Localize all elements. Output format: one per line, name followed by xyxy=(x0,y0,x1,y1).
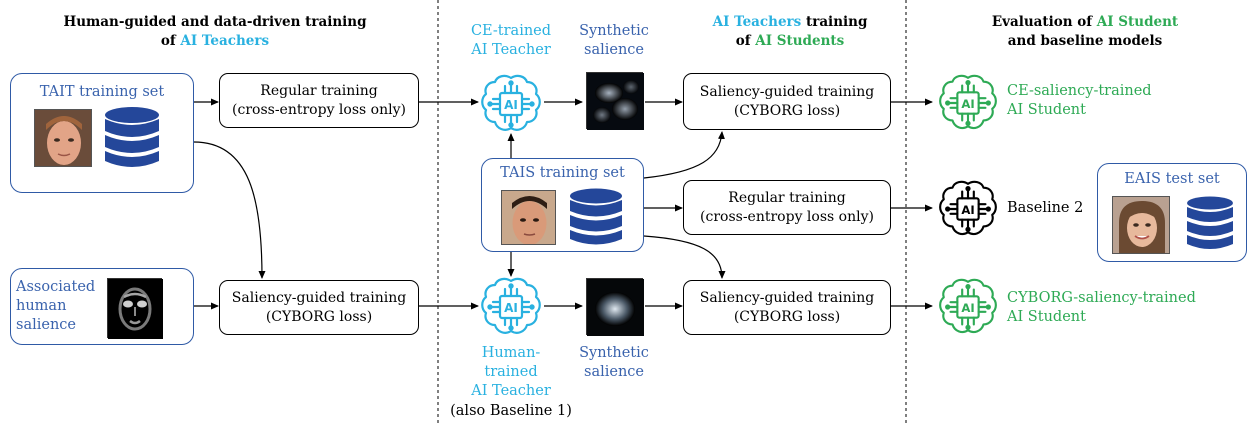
header-col4-line2: and baseline models xyxy=(1007,33,1163,49)
ai-chip-label: AI xyxy=(504,98,518,112)
header-col4-prefix: Evaluation of xyxy=(991,14,1097,30)
database-icon xyxy=(105,107,159,167)
synthetic-salience-map-top xyxy=(586,72,644,130)
regular-training-box-middle: Regular training (cross-entropy loss onl… xyxy=(683,180,891,235)
header-col4-highlight: AI Student xyxy=(1096,14,1179,30)
ce-saliency-student-label: CE-saliency-trained AI Student xyxy=(1007,83,1152,118)
header-col1-prefix: of xyxy=(160,33,181,49)
database-icon xyxy=(1187,196,1233,249)
tais-dataset-title: TAIS training set xyxy=(500,165,625,181)
ai-chip-label: AI xyxy=(961,301,974,315)
ai-chip-icon: AI xyxy=(937,178,999,240)
synthetic-salience-label-top: Synthetic salience xyxy=(579,23,649,58)
header-col3-prefix: of xyxy=(735,33,756,49)
face-image-female xyxy=(1113,197,1169,253)
cyborg-saliency-student-label: CYBORG-saliency-trained AI Student xyxy=(1007,290,1196,325)
header-col3: AI Teachers training of AI Students xyxy=(690,13,890,51)
eais-dataset-title: EAIS test set xyxy=(1124,171,1220,187)
ce-trained-teacher-label: CE-trained AI Teacher xyxy=(470,23,552,58)
baseline2-label: Baseline 2 xyxy=(1007,200,1084,216)
eais-face-photo xyxy=(1112,196,1170,254)
arrow-tais-to-saliency-top xyxy=(643,131,725,179)
tait-face-photo xyxy=(34,109,92,167)
header-col1-highlight: AI Teachers xyxy=(180,33,270,49)
ai-chip-icon: AI xyxy=(937,276,999,338)
ai-chip-icon: AI xyxy=(937,72,999,134)
tais-face-photo xyxy=(501,190,556,245)
database-icon xyxy=(570,188,622,245)
tait-dataset-title: TAIT training set xyxy=(39,84,165,100)
saliency-guided-training-box-left: Saliency-guided training (CYBORG loss) xyxy=(219,280,419,335)
header-col3-highlight1: AI Teachers xyxy=(712,14,802,30)
header-col1-line1: Human-guided and data-driven training xyxy=(63,14,367,30)
human-salience-map xyxy=(107,278,163,339)
ai-chip-icon: AI xyxy=(479,275,543,339)
header-col3-suffix: training xyxy=(801,14,868,30)
saliency-guided-training-box-bottom-right: Saliency-guided training (CYBORG loss) xyxy=(683,280,891,335)
human-trained-teacher-label: Human- trained AI Teacher xyxy=(471,345,551,399)
arrow-tait-to-saliency xyxy=(193,141,266,279)
face-image-male-2 xyxy=(502,191,555,244)
ai-chip-label: AI xyxy=(961,203,974,217)
human-salience-box xyxy=(10,268,194,345)
ai-chip-label: AI xyxy=(961,97,974,111)
human-salience-label: Associated human salience xyxy=(16,279,96,333)
face-image-male-1 xyxy=(35,110,91,166)
saliency-guided-training-box-top-right: Saliency-guided training (CYBORG loss) xyxy=(683,73,891,130)
regular-training-box-top: Regular training (cross-entropy loss onl… xyxy=(219,73,419,128)
header-col3-highlight2: AI Students xyxy=(755,33,845,49)
header-col4: Evaluation of AI Student and baseline mo… xyxy=(960,13,1210,51)
arrow-tais-to-saliency-bottom xyxy=(643,235,726,279)
baseline1-note: (also Baseline 1) xyxy=(450,403,572,419)
synthetic-salience-map-bottom xyxy=(586,278,644,336)
header-col1: Human-guided and data-driven training of… xyxy=(10,13,420,51)
ai-chip-label: AI xyxy=(504,301,518,315)
ai-chip-icon: AI xyxy=(479,72,543,136)
synthetic-salience-label-bottom: Synthetic salience xyxy=(579,345,649,380)
